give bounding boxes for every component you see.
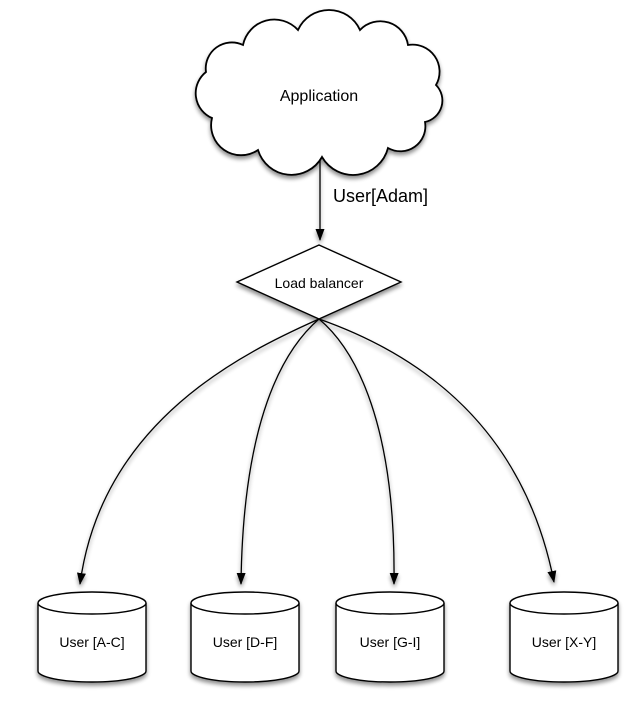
database-cylinder-shard-df	[190, 591, 300, 683]
database-label-shard-ac: User [A-C]	[59, 634, 124, 650]
database-label-shard-gi: User [G-I]	[360, 634, 421, 650]
database-label-shard-xy: User [X-Y]	[532, 634, 597, 650]
database-cylinder-shard-gi	[335, 591, 445, 683]
load-balancer-label: Load balancer	[275, 275, 364, 291]
load-balancer-diamond-shape	[235, 244, 403, 320]
edge-balancer-to-shard-df	[236, 318, 320, 585]
application-cloud-shape	[194, 9, 444, 176]
edge-balancer-to-shard-gi	[318, 318, 399, 585]
database-cylinder-shard-ac	[37, 591, 147, 683]
edge-user-adam-label: User[Adam]	[333, 186, 428, 206]
edge-balancer-to-shard-xy	[318, 318, 557, 583]
database-label-shard-df: User [D-F]	[213, 634, 278, 650]
edge-balancer-to-shard-ac	[77, 318, 320, 585]
application-label: Application	[280, 88, 358, 105]
database-cylinder-shard-xy	[509, 591, 619, 683]
